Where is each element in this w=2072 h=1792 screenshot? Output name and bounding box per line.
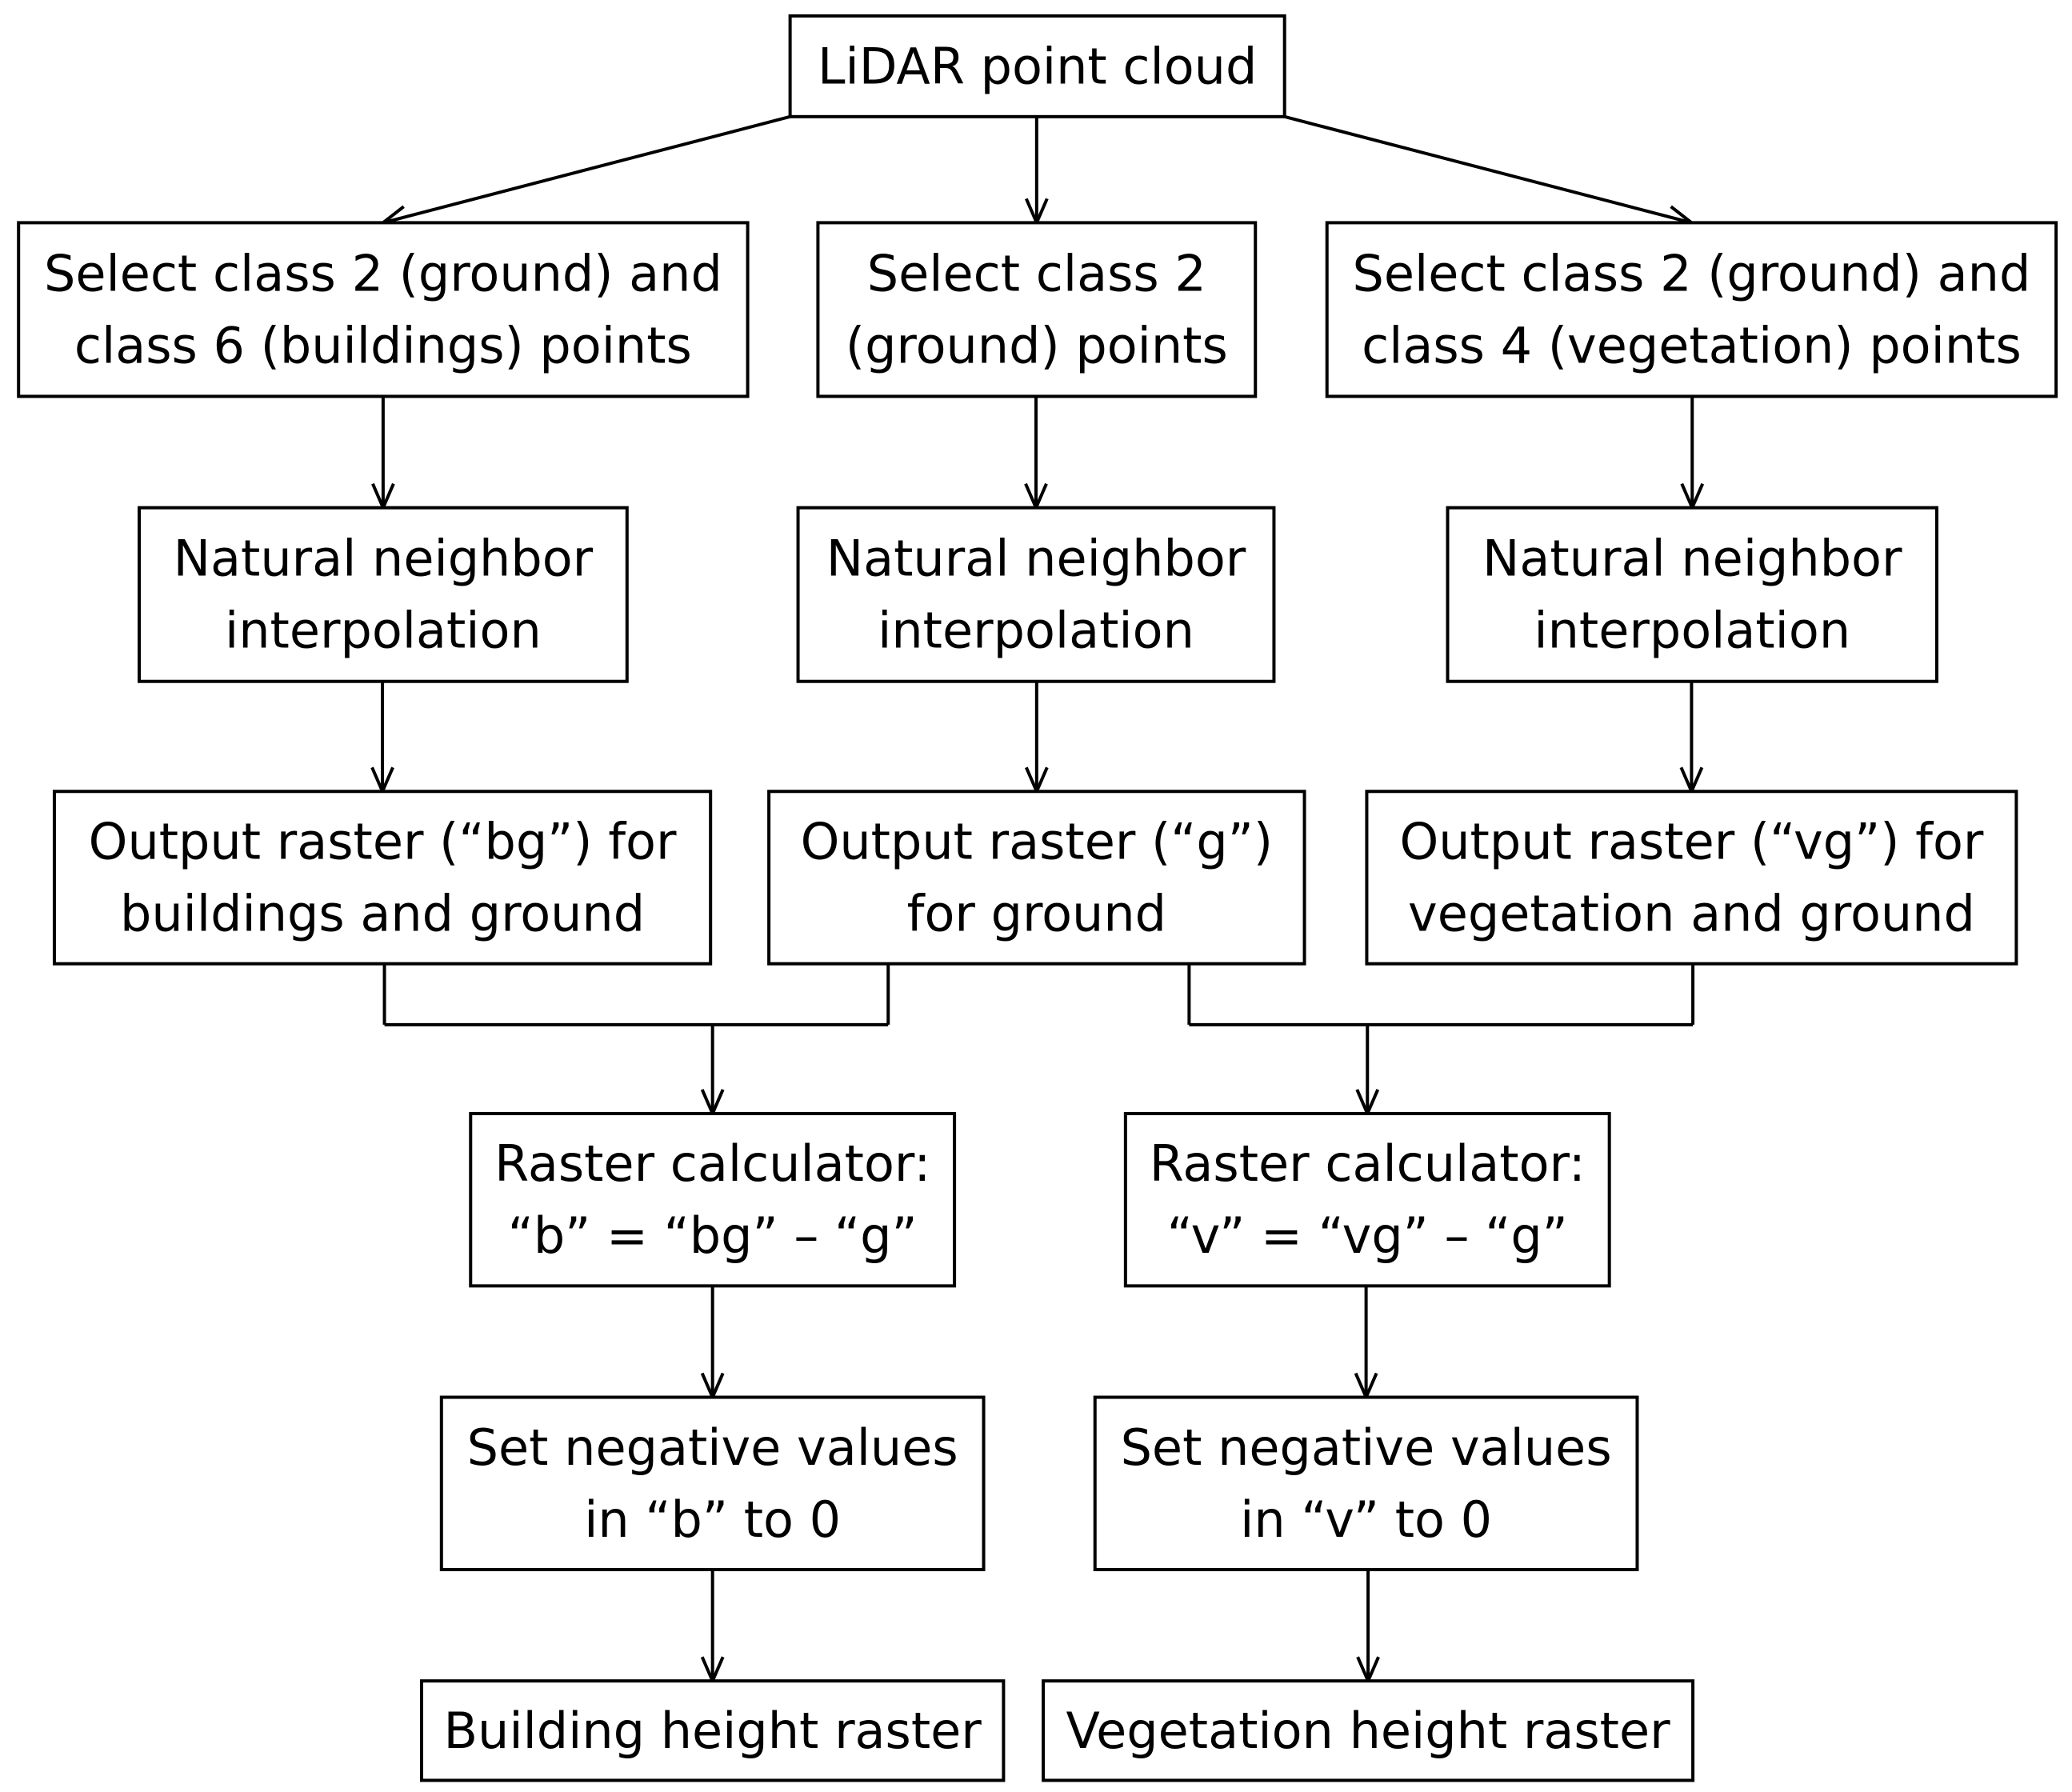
node-label-line: Building height raster — [444, 1702, 982, 1760]
node-label-line: Vegetation height raster — [1066, 1702, 1671, 1760]
node-label-line: class 4 (vegetation) points — [1362, 316, 2022, 374]
node-label-line: Set negative values — [1121, 1418, 1612, 1477]
node-box — [767, 790, 1306, 966]
node-interp-vg: Natural neighbor interpolation — [1446, 506, 1938, 683]
node-label-line: Output raster (“vg”) for — [1399, 812, 1983, 870]
node-label-line: Raster calculator: — [494, 1134, 930, 1193]
node-label-line: class 6 (buildings) points — [74, 316, 692, 374]
node-raster-g: Output raster (“g”) for ground — [767, 790, 1306, 966]
node-label-line: in “b” to 0 — [584, 1490, 841, 1549]
node-label-line: Natural neighbor — [1482, 530, 1902, 588]
node-label-line: (ground) points — [846, 316, 1228, 374]
node-box — [788, 14, 1286, 118]
node-label-line: Natural neighbor — [826, 530, 1246, 588]
node-box — [419, 1679, 1006, 1782]
node-select-vg: Select class 2 (ground) and class 4 (vege… — [1325, 221, 2058, 398]
node-label-line: buildings and ground — [120, 884, 645, 942]
node-box — [1123, 1111, 1611, 1288]
node-label-line: Select class 2 — [867, 244, 1206, 302]
node-box — [52, 790, 713, 966]
node-raster-vg: Output raster (“vg”) for vegetation and g… — [1365, 790, 2018, 966]
node-box — [796, 506, 1276, 683]
node-label-line: Select class 2 (ground) and — [44, 244, 722, 302]
node-label-line: interpolation — [1534, 602, 1850, 660]
node-box — [1365, 790, 2018, 966]
node-box — [469, 1111, 957, 1288]
node-label-line: interpolation — [225, 602, 542, 660]
node-calc-v: Raster calculator: “v” = “vg” – “g” — [1123, 1111, 1611, 1288]
node-box — [1093, 1395, 1639, 1571]
node-label-line: for ground — [907, 884, 1166, 942]
node-label-line: Set negative values — [467, 1418, 958, 1477]
node-label-line: Select class 2 (ground) and — [1352, 244, 2030, 302]
node-label-line: LiDAR point cloud — [818, 37, 1257, 95]
node-box — [1042, 1679, 1695, 1782]
node-label-line: Natural neighbor — [174, 530, 594, 588]
node-select-g: Select class 2 (ground) points — [816, 221, 1258, 398]
node-label-line: Output raster (“g”) — [801, 812, 1273, 870]
node-interp-bg: Natural neighbor interpolation — [137, 506, 629, 683]
node-label-line: Output raster (“bg”) for — [89, 812, 677, 870]
node-box — [1325, 221, 2058, 398]
node-neg-b: Set negative values in “b” to 0 — [439, 1395, 986, 1571]
arrow-line — [1284, 114, 1692, 225]
node-box — [439, 1395, 986, 1571]
node-box — [137, 506, 629, 683]
node-label-line: “b” = “bg” – “g” — [508, 1206, 918, 1265]
node-neg-v: Set negative values in “v” to 0 — [1093, 1395, 1639, 1571]
node-label-line: in “v” to 0 — [1240, 1490, 1492, 1549]
node-box — [816, 221, 1258, 398]
node-label-line: Raster calculator: — [1150, 1134, 1586, 1193]
node-out-v: Vegetation height raster — [1042, 1679, 1695, 1782]
node-label-line: “v” = “vg” – “g” — [1167, 1206, 1568, 1265]
node-box — [1446, 506, 1938, 683]
node-label-line: interpolation — [878, 602, 1194, 660]
node-select-bg: Select class 2 (ground) and class 6 (buil… — [17, 221, 750, 398]
node-label-line: vegetation and ground — [1408, 884, 1975, 942]
node-calc-b: Raster calculator: “b” = “bg” – “g” — [469, 1111, 957, 1288]
node-lidar: LiDAR point cloud — [788, 14, 1286, 118]
node-interp-g: Natural neighbor interpolation — [796, 506, 1276, 683]
node-raster-bg: Output raster (“bg”) for buildings and gr… — [52, 790, 713, 966]
arrow-line — [382, 114, 791, 225]
node-out-b: Building height raster — [419, 1679, 1006, 1782]
node-box — [17, 221, 750, 398]
